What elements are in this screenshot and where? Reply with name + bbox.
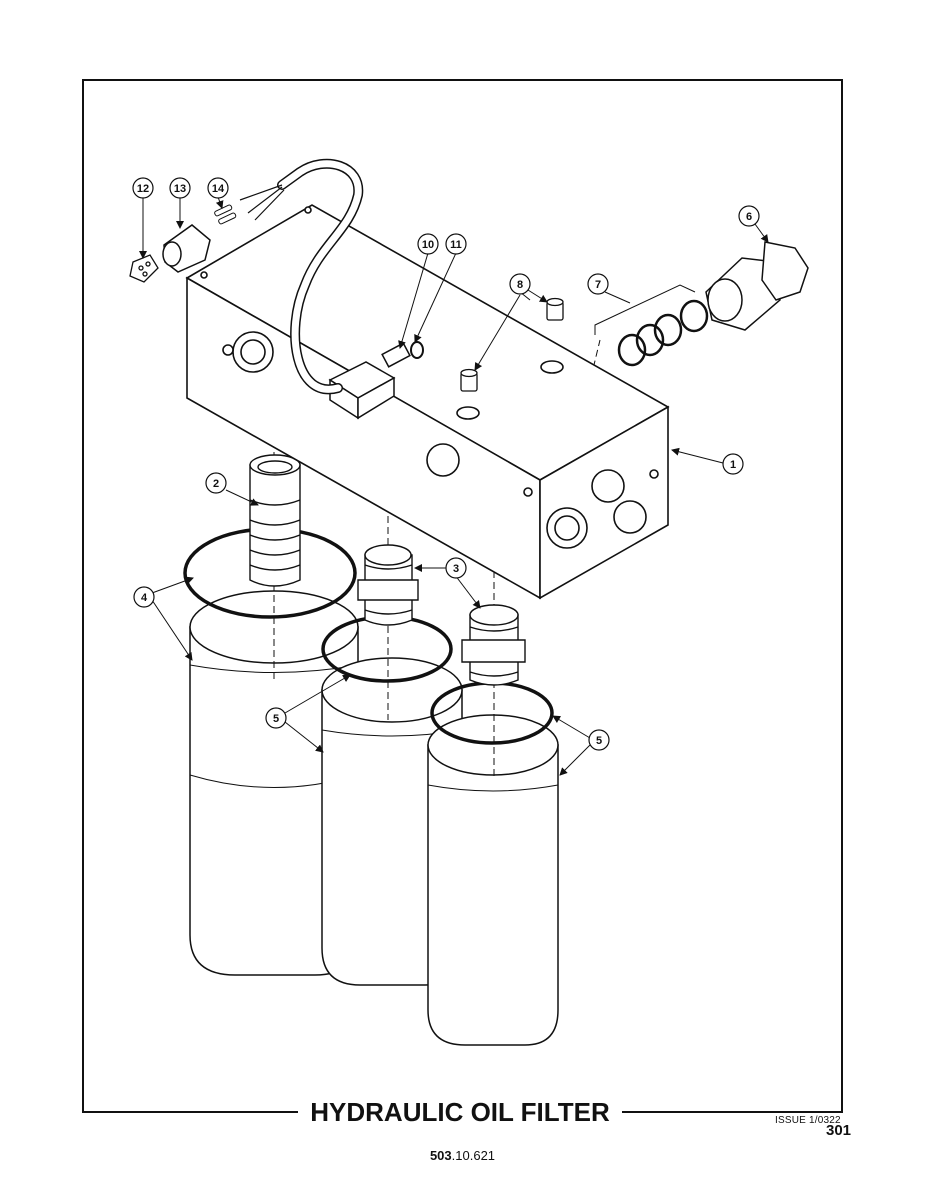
diagram-border [82,79,843,1113]
leader-lines [139,196,769,776]
fitting-tube [249,454,301,587]
connector-housing [162,224,211,273]
callout-13: 13 [169,177,191,199]
callout-2: 2 [205,472,227,494]
svg-text:12: 12 [137,183,149,195]
callout-6: 6 [738,205,760,227]
callout-5b: 5 [588,729,610,751]
callout-3: 3 [445,557,467,579]
cartridge-valve [705,241,809,331]
o-ring-set [617,299,709,367]
svg-text:7: 7 [595,279,601,291]
callout-10: 10 [417,233,439,255]
svg-text:2: 2 [213,478,219,490]
svg-text:10: 10 [422,239,434,251]
svg-text:5: 5 [596,735,602,747]
terminal-pins [214,204,237,225]
callout-11: 11 [445,233,467,255]
fitting-adapter-middle [357,544,419,626]
svg-text:6: 6 [746,211,752,223]
callout-5a: 5 [265,707,287,729]
callout-1: 1 [722,453,744,475]
svg-text:11: 11 [450,239,462,251]
svg-text:4: 4 [141,592,148,604]
svg-text:5: 5 [273,713,279,725]
svg-text:3: 3 [453,563,459,575]
filter-canister-right [427,714,559,1046]
plug-items [460,297,564,392]
document-number-prefix: 503 [429,1148,452,1163]
issue-label: ISSUE 1/0322 [775,1115,841,1126]
fitting-adapter-right [461,604,526,686]
callout-12: 12 [132,177,154,199]
page-number: 301 [826,1122,852,1139]
svg-text:8: 8 [517,279,523,291]
connector-lock [129,254,159,283]
callout-14: 14 [207,177,229,199]
svg-text:14: 14 [212,183,225,195]
callout-7: 7 [587,273,609,295]
callout-8: 8 [509,273,531,295]
document-number-suffix: .10.621 [451,1148,496,1163]
cable-wires [239,184,285,221]
svg-text:1: 1 [730,459,736,471]
bracket-7 [594,284,696,335]
document-number: 503.10.621 [0,1148,925,1163]
callout-4: 4 [133,586,155,608]
svg-text:13: 13 [174,183,186,195]
diagram-title: HYDRAULIC OIL FILTER [310,1097,610,1127]
